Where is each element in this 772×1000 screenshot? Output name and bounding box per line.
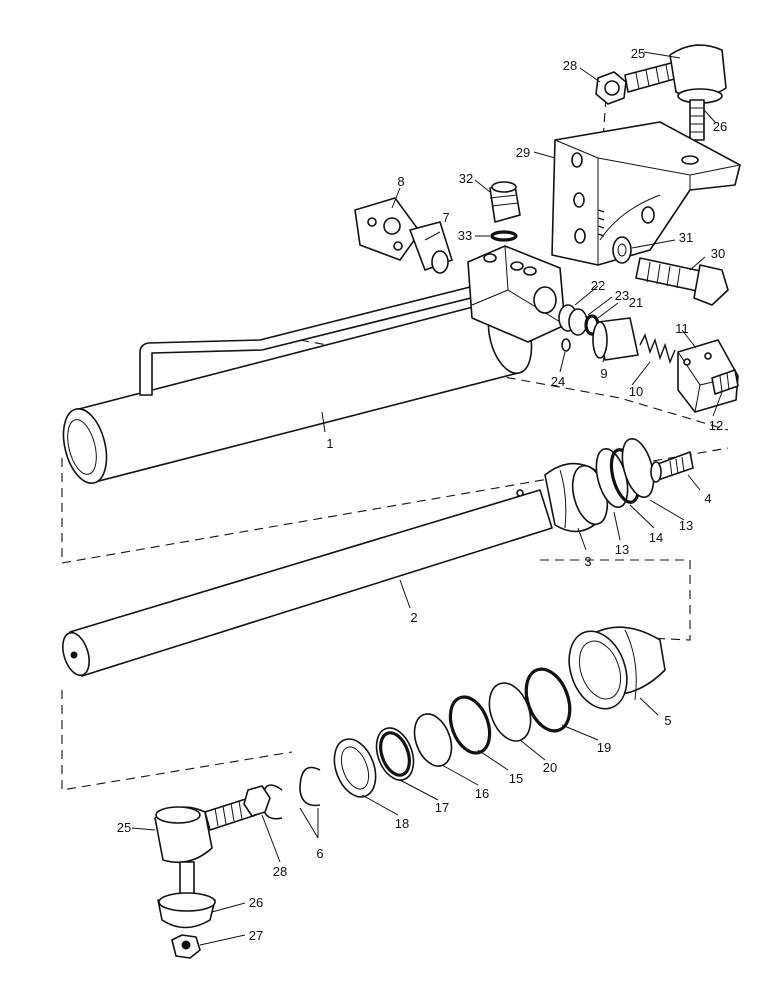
callout-11: 11 (675, 321, 689, 336)
callout-20: 20 (543, 760, 557, 775)
callout-9: 9 (600, 366, 607, 381)
callout-8: 8 (397, 174, 404, 189)
leader-lines (131, 51, 723, 946)
piston-bolt (650, 451, 694, 483)
callout-30: 30 (711, 246, 725, 261)
callout-17: 17 (435, 800, 449, 815)
piston-rod (62, 489, 553, 677)
cylinder-barrel (62, 245, 566, 484)
callout-4: 4 (704, 491, 711, 506)
hose-flange (354, 197, 453, 274)
piston-seals (595, 437, 655, 509)
callout-26-lower: 26 (249, 895, 263, 910)
callout-32: 32 (459, 171, 473, 186)
callout-1: 1 (326, 436, 333, 451)
callout-2: 2 (410, 610, 417, 625)
callout-29: 29 (516, 145, 530, 160)
upper-ball-joint (595, 44, 727, 141)
callout-14: 14 (649, 530, 663, 545)
valve-spring (592, 317, 676, 365)
callout-27: 27 (249, 928, 263, 943)
callout-12: 12 (709, 418, 723, 433)
lower-ball-joint (154, 785, 271, 959)
valve-seals (558, 304, 600, 352)
gland (568, 626, 666, 710)
callout-19: 19 (597, 740, 611, 755)
callout-33: 33 (458, 228, 472, 243)
callout-3: 3 (584, 554, 591, 569)
callout-5: 5 (664, 713, 671, 728)
callout-26-upper: 26 (713, 119, 727, 134)
callout-6: 6 (316, 846, 323, 861)
callout-10: 10 (629, 384, 643, 399)
gland-rings (261, 667, 572, 820)
callout-13-piston-outer: 13 (679, 518, 693, 533)
callout-25-upper: 25 (631, 46, 645, 61)
callout-18: 18 (395, 816, 409, 831)
callout-28-lower: 28 (273, 864, 287, 879)
callout-25-lower: 25 (117, 820, 131, 835)
callout-31: 31 (679, 230, 693, 245)
end-cap (677, 339, 739, 413)
callout-23: 23 (615, 288, 629, 303)
callout-7: 7 (442, 210, 449, 225)
callout-21: 21 (629, 295, 643, 310)
callout-22: 22 (591, 278, 605, 293)
callout-13-piston-inner: 13 (615, 542, 629, 557)
mounting-bracket (551, 121, 741, 266)
callout-16: 16 (475, 786, 489, 801)
callout-15: 15 (509, 771, 523, 786)
adaptor-fitting (489, 181, 521, 242)
callout-24: 24 (551, 374, 565, 389)
callout-28-upper: 28 (563, 58, 577, 73)
callout-labels: 1 2 3 4 5 6 7 8 9 10 11 12 13 13 14 15 1… (117, 46, 727, 943)
bracket-bolt (612, 236, 729, 306)
